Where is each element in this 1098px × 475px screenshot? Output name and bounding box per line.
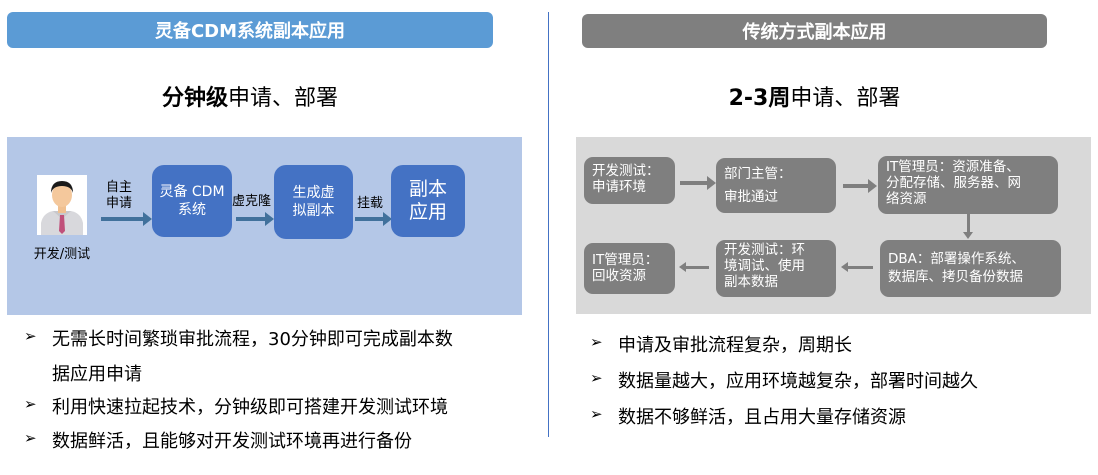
- arrow-step3-4-head: [963, 232, 973, 239]
- arrow3-label: 挂载: [357, 196, 384, 211]
- bullet-arrow-icon: ➢: [24, 429, 37, 447]
- arrow-step5-6: [685, 266, 709, 269]
- traditional-drawbacks-list: ➢ 申请及审批流程复杂，周期长 ➢ 数据量越大，应用环境越复杂，部署时间越久 ➢…: [590, 331, 1090, 439]
- arrow-step3-4: [967, 214, 970, 236]
- cdm-benefit-item: ➢ 利用快速拉起技术，分钟级即可搭建开发测试环境: [24, 395, 448, 418]
- step-dev-use-copy: 开发测试：环 境调试、使用 副本数据: [716, 240, 836, 297]
- copy-application-box: 副本应用: [391, 165, 465, 237]
- arrow1-label: 自主 申请: [106, 180, 133, 211]
- cdm-section-header-text: 灵备CDM系统副本应用: [154, 21, 346, 42]
- bullet-arrow-icon: ➢: [590, 333, 603, 351]
- step-dev-request-env: 开发测试： 申请环境: [584, 157, 675, 204]
- step-it-prepare-resources: IT管理员：资源准备、 分配存储、服务器、网 络资源: [878, 156, 1058, 214]
- section-divider: [548, 12, 549, 437]
- traditional-subtitle-rest: 申请、部署: [790, 86, 901, 111]
- cdm-subtitle-rest: 申请、部署: [228, 86, 339, 111]
- arrow-step5-6-head: [679, 262, 686, 272]
- step-manager-approve: 部门主管： 审批通过: [716, 158, 836, 213]
- bullet-arrow-icon: ➢: [24, 395, 37, 413]
- developer-label: 开发/测试: [33, 247, 91, 262]
- step-dba-deploy: DBA：部署操作系统、 数据库、拷贝备份数据: [880, 240, 1061, 297]
- traditional-drawback-item: ➢ 数据不够鲜活，且占用大量存储资源: [590, 405, 906, 428]
- virtual-copy-box: 生成虚拟副本: [274, 165, 353, 239]
- cdm-benefits-list: ➢ 无需长时间繁琐审批流程，30分钟即可完成副本数 据应用申请 ➢ 利用快速拉起…: [24, 325, 524, 461]
- arrow-step1-2: [680, 176, 716, 190]
- cdm-section-header: 灵备CDM系统副本应用: [7, 12, 493, 48]
- arrow-clone: [236, 212, 274, 226]
- step-it-reclaim: IT管理员： 回收资源: [584, 243, 675, 294]
- arrow-mount: [355, 212, 392, 226]
- bullet-arrow-icon: ➢: [590, 369, 603, 387]
- traditional-drawback-item: ➢ 申请及审批流程复杂，周期长: [590, 333, 852, 356]
- developer-person-icon: [37, 175, 87, 235]
- arrow-step2-3: [843, 179, 877, 193]
- arrow-request: [101, 212, 152, 226]
- cdm-subtitle: 分钟级申请、部署: [7, 80, 493, 112]
- cdm-benefit-item: ➢ 无需长时间繁琐审批流程，30分钟即可完成副本数: [24, 327, 453, 350]
- arrow-step4-5: [847, 266, 873, 269]
- cdm-benefit-item-cont: 据应用申请: [52, 364, 142, 385]
- traditional-section-header: 传统方式副本应用: [582, 14, 1047, 48]
- bullet-arrow-icon: ➢: [590, 405, 603, 423]
- traditional-drawback-item: ➢ 数据量越大，应用环境越复杂，部署时间越久: [590, 369, 978, 392]
- cdm-subtitle-bold: 分钟级: [161, 86, 228, 111]
- cdm-benefit-item: ➢ 数据鲜活，且能够对开发测试环境再进行备份: [24, 429, 412, 452]
- traditional-subtitle: 2-3周申请、部署: [582, 80, 1047, 112]
- traditional-subtitle-bold: 2-3周: [728, 86, 791, 111]
- bullet-arrow-icon: ➢: [24, 327, 37, 345]
- traditional-section-header-text: 传统方式副本应用: [742, 22, 887, 43]
- arrow2-label: 虚克隆: [232, 194, 272, 209]
- arrow-step4-5-head: [841, 262, 848, 272]
